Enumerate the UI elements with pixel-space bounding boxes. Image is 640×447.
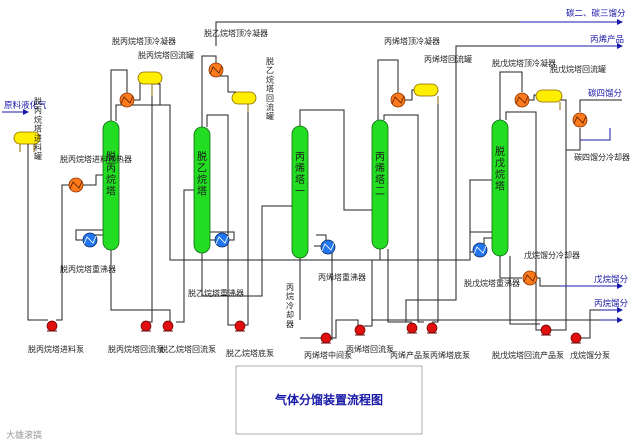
page-title: 气体分馏装置流程图 xyxy=(274,392,383,407)
t5-reboiler-label: 脱戊烷塔重沸器 xyxy=(464,278,520,288)
t5-reboiler-icon xyxy=(472,242,488,258)
pump-label: 丙烯塔回流泵 xyxy=(346,344,394,354)
feed-drum xyxy=(13,131,41,160)
pump-label: 脱戊烷塔回流产品泵 xyxy=(492,350,564,360)
t1-preheater-label: 脱丙烷塔进料预热器 xyxy=(60,154,132,164)
tower-deethanizer: 脱乙烷塔 xyxy=(193,126,211,254)
pump-icon xyxy=(140,320,152,332)
pump-icon xyxy=(570,332,582,344)
pump-label: 丙烯产品泵 xyxy=(390,350,430,360)
t1-condenser-icon xyxy=(119,92,135,108)
pump-icon xyxy=(46,320,58,332)
c5-cooler-icon xyxy=(522,270,538,286)
t4-reflux-drum xyxy=(413,83,439,104)
pump-icon xyxy=(426,322,438,334)
t3-cooler-label: 丙烷冷却器 xyxy=(286,283,294,329)
t2-condenser-icon xyxy=(208,62,224,78)
product-propane: 丙烷馏分 xyxy=(594,298,629,309)
t2-reflux-drum xyxy=(231,91,257,112)
pump-label: 脱乙烷塔回流泵 xyxy=(160,344,216,354)
t4-condenser-label: 丙烯塔顶冷凝器 xyxy=(384,36,440,46)
t4-condenser-icon xyxy=(390,92,406,108)
t2-reboiler-label: 脱乙烷塔重沸器 xyxy=(188,288,244,298)
t5-condenser-label: 脱戊烷塔顶冷凝器 xyxy=(492,58,556,68)
t1-preheater-icon xyxy=(68,177,84,193)
t1-reboiler-icon xyxy=(82,232,98,248)
t1-condenser-label: 脱丙烷塔顶冷凝器 xyxy=(112,36,176,46)
feed-label: 原料液化气 xyxy=(4,100,47,111)
pump-label: 丙烯塔中间泵 xyxy=(304,350,352,360)
pump-icon xyxy=(162,320,174,332)
exchangers xyxy=(68,62,588,286)
tower-label: 丙烯塔二 xyxy=(375,152,385,198)
pump-label: 戊烷馏分泵 xyxy=(570,350,610,360)
tower-label: 脱戊烷塔 xyxy=(495,145,505,193)
pump-label: 脱丙烷塔回流泵 xyxy=(108,344,164,354)
feed-tank-label: 脱丙烷塔进料罐 xyxy=(34,96,42,161)
t1-reboiler-label: 脱丙烷塔重沸器 xyxy=(60,264,116,274)
t5-condenser-icon xyxy=(514,92,530,108)
pump-icon xyxy=(540,324,552,336)
tower-depropanizer: 脱丙烷塔 xyxy=(102,120,120,251)
t2-condenser-label: 脱乙烷塔顶冷凝器 xyxy=(204,28,268,38)
c4-cooler-label: 碳四馏分冷却器 xyxy=(574,152,630,162)
t2-drum-label: 脱乙烷塔回流罐 xyxy=(266,56,274,121)
pump-icon xyxy=(354,324,366,336)
t2-reboiler-icon xyxy=(214,232,230,248)
t3-reboiler-icon xyxy=(320,239,336,255)
product-c4: 碳四馏分 xyxy=(588,88,623,99)
t5-drum-label: 脱戊烷塔回流罐 xyxy=(550,64,606,74)
tower-propylene-1: 丙烯塔一 xyxy=(291,125,309,259)
tower-label: 脱丙烷塔 xyxy=(106,150,116,198)
pump-icon xyxy=(320,332,332,344)
t1-reflux-drum xyxy=(137,71,163,96)
tower-label: 脱乙烷塔 xyxy=(197,150,207,198)
t3-reboiler-label: 丙烯塔重沸器 xyxy=(318,272,366,282)
pump-icon xyxy=(406,322,418,334)
tower-depentanizer: 脱戊烷塔 xyxy=(491,119,509,257)
product-c5: 戊烷馏分 xyxy=(594,274,629,285)
labels: 原料液化气 脱丙烷塔进料罐 脱丙烷塔顶冷凝器 脱丙烷塔回流罐 脱丙烷塔进料预热器… xyxy=(4,8,630,360)
title-box: 气体分馏装置流程图 xyxy=(235,365,423,435)
towers: 脱丙烷塔 脱乙烷塔 丙烯塔一 丙烯塔二 脱戊烷塔 xyxy=(102,119,509,259)
pump-icon xyxy=(234,320,246,332)
pump-label: 脱丙烷塔进料泵 xyxy=(28,344,84,354)
pipework xyxy=(2,19,623,340)
tower-propylene-2: 丙烯塔二 xyxy=(371,119,389,250)
drums xyxy=(13,71,563,160)
t4-drum-label: 丙烯塔回流罐 xyxy=(424,54,472,64)
t5-reflux-drum xyxy=(535,89,563,110)
c5-cooler-label: 戊烷馏分冷却器 xyxy=(524,250,580,260)
pumps xyxy=(46,320,582,344)
pump-label: 丙烯塔底泵 xyxy=(430,350,470,360)
product-propylene: 丙烯产品 xyxy=(590,34,624,45)
watermark: 大雄滚搞 xyxy=(6,429,42,441)
t1-drum-label: 脱丙烷塔回流罐 xyxy=(138,50,194,60)
c4-cooler-icon xyxy=(572,112,588,128)
tower-label: 丙烯塔一 xyxy=(295,152,305,198)
product-c2c3: 碳二、碳三馏分 xyxy=(566,8,626,19)
pump-label: 脱乙烷塔底泵 xyxy=(226,348,274,358)
reboilers xyxy=(82,232,488,258)
